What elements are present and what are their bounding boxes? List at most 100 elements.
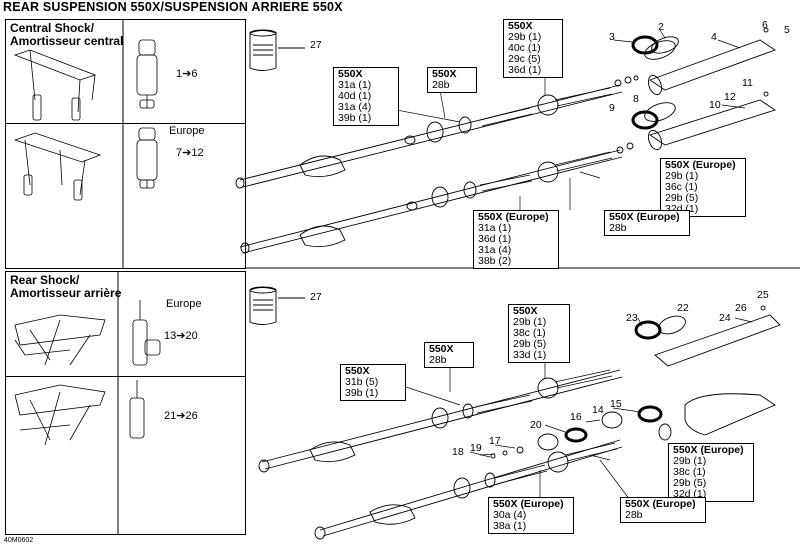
callout-12: 12 bbox=[724, 91, 736, 103]
spec-box-top-550x-1: 550X 29b (1) 40c (1) 29c (5) 36d (1) bbox=[503, 19, 563, 78]
rear-shock-title-en: Rear Shock/ bbox=[10, 273, 80, 287]
spec-line: 29b (1) bbox=[673, 455, 707, 467]
callout-14: 14 bbox=[592, 404, 604, 416]
spec-line: 29c (5) bbox=[508, 53, 541, 65]
o-ring-20 bbox=[564, 427, 588, 443]
spec-box-title: 550X bbox=[508, 20, 533, 32]
spec-box-top-europe-1: 550X (Europe) 29b (1) 36c (1) 29b (5) 32… bbox=[660, 158, 746, 217]
spec-line: 31a (1) bbox=[338, 79, 372, 91]
spec-line: 31a (4) bbox=[478, 244, 512, 256]
central-shock-title-en: Central Shock/ bbox=[10, 21, 95, 35]
callout-6: 6 bbox=[762, 19, 768, 31]
spec-box-bottom-europe-1: 550X (Europe) 29b (1) 38c (1) 29b (5) 32… bbox=[668, 443, 754, 502]
oil-can-bottom bbox=[249, 286, 305, 325]
oil-can-top bbox=[249, 29, 305, 71]
callout-8: 8 bbox=[633, 93, 639, 105]
spec-line: 29b (1) bbox=[508, 31, 542, 43]
callout-26: 26 bbox=[735, 302, 747, 314]
callout-23: 23 bbox=[626, 312, 638, 324]
central-standard-range: 1➔6 bbox=[176, 68, 198, 80]
callout-18: 18 bbox=[452, 446, 464, 458]
callout-16: 16 bbox=[570, 411, 582, 423]
spec-box-top-europe-2: 550X (Europe) 31a (1) 36d (1) 31a (4) 38… bbox=[473, 210, 559, 269]
spec-box-title: 550X bbox=[513, 305, 538, 317]
callout-4: 4 bbox=[711, 31, 717, 43]
spec-line: 29b (5) bbox=[513, 338, 547, 350]
spec-line: 36d (1) bbox=[478, 233, 512, 245]
central-europe-label: Europe bbox=[169, 125, 205, 137]
spec-line: 38c (1) bbox=[673, 466, 706, 478]
central-shock-title-fr: Amortisseur central bbox=[10, 34, 124, 48]
spec-line: 33d (1) bbox=[513, 349, 547, 361]
o-ring-9 bbox=[631, 110, 659, 130]
o-ring-3 bbox=[631, 35, 659, 55]
central-shock-panel: Central Shock/ Amortisseur central 1➔6 E… bbox=[5, 19, 246, 269]
rear-divider-h bbox=[6, 376, 245, 377]
spec-line: 38a (1) bbox=[493, 520, 527, 532]
spec-box-top-550x-3: 550X 28b bbox=[427, 67, 477, 93]
spec-line: 36d (1) bbox=[508, 64, 542, 76]
callout-27-top: 27 bbox=[310, 39, 322, 51]
callout-15: 15 bbox=[610, 398, 622, 410]
rear-shock-standard bbox=[258, 305, 781, 473]
rear-frame-thumb bbox=[14, 314, 106, 446]
callout-9: 9 bbox=[609, 102, 615, 114]
spec-line: 32d (1) bbox=[665, 203, 699, 215]
callout-11: 11 bbox=[742, 77, 753, 89]
rear-shock-title-fr: Amortisseur arrière bbox=[10, 286, 122, 300]
spec-box-bottom-europe-2: 550X (Europe) 30a (4) 38a (1) bbox=[488, 497, 574, 534]
rear-reservoir bbox=[490, 393, 776, 459]
spec-box-title: 550X (Europe) bbox=[625, 498, 696, 510]
spec-line: 40c (1) bbox=[508, 42, 541, 54]
spec-line: 28b bbox=[429, 354, 447, 366]
spec-line: 32d (1) bbox=[673, 488, 707, 500]
spec-box-title: 550X (Europe) bbox=[493, 498, 564, 510]
spec-box-title: 550X bbox=[429, 343, 454, 355]
callout-24: 24 bbox=[719, 312, 731, 324]
spec-line: 39b (1) bbox=[338, 112, 372, 124]
callout-5: 5 bbox=[784, 24, 790, 36]
rear-europe-range: 21➔26 bbox=[164, 410, 198, 422]
callout-22: 22 bbox=[677, 302, 689, 314]
spec-line: 29b (5) bbox=[673, 477, 707, 489]
callout-25: 25 bbox=[757, 289, 769, 301]
spec-line: 31a (4) bbox=[338, 101, 372, 113]
spec-line: 29b (1) bbox=[513, 316, 547, 328]
spec-line: 28b bbox=[625, 509, 643, 521]
spec-box-title: 550X bbox=[432, 68, 457, 80]
leader-lines bbox=[369, 29, 753, 501]
callout-19: 19 bbox=[470, 442, 482, 454]
page-title: REAR SUSPENSION 550X/SUSPENSION ARRIERE … bbox=[3, 0, 343, 14]
spec-line: 39b (1) bbox=[345, 387, 379, 399]
o-ring-15 bbox=[637, 405, 663, 423]
spec-line: 30a (4) bbox=[493, 509, 527, 521]
central-shock-europe bbox=[239, 91, 777, 254]
spec-box-title: 550X (Europe) bbox=[609, 211, 680, 223]
callout-27-bottom: 27 bbox=[310, 291, 322, 303]
spec-line: 40d (1) bbox=[338, 90, 372, 102]
spec-line: 28b bbox=[609, 222, 627, 234]
spec-box-top-europe-3: 550X (Europe) 28b bbox=[604, 210, 690, 236]
rear-standard-range: 13➔20 bbox=[164, 330, 198, 342]
central-divider-h bbox=[6, 123, 245, 124]
spec-line: 29b (1) bbox=[665, 170, 699, 182]
o-ring-23 bbox=[634, 320, 662, 340]
spec-box-title: 550X bbox=[345, 365, 370, 377]
rear-shock-title: Rear Shock/ Amortisseur arrière bbox=[10, 274, 121, 300]
spec-line: 36c (1) bbox=[665, 181, 698, 193]
central-shock-standard bbox=[235, 27, 776, 189]
document-id: 40M0602 bbox=[4, 537, 34, 544]
callout-17: 17 bbox=[489, 435, 501, 447]
spec-box-title: 550X (Europe) bbox=[665, 159, 736, 171]
central-europe-range: 7➔12 bbox=[176, 147, 204, 159]
callout-2: 2 bbox=[658, 21, 664, 33]
rear-shock-panel: Rear Shock/ Amortisseur arrière Europe 1… bbox=[5, 271, 246, 535]
spec-line: 28b bbox=[432, 79, 450, 91]
rear-europe-label: Europe bbox=[166, 298, 202, 310]
spec-box-title: 550X (Europe) bbox=[673, 444, 744, 456]
spec-box-bottom-550x-3: 550X 31b (5) 39b (1) bbox=[340, 364, 406, 401]
spec-line: 38c (1) bbox=[513, 327, 546, 339]
callout-3: 3 bbox=[609, 31, 615, 43]
central-shock-thumb bbox=[136, 39, 158, 189]
